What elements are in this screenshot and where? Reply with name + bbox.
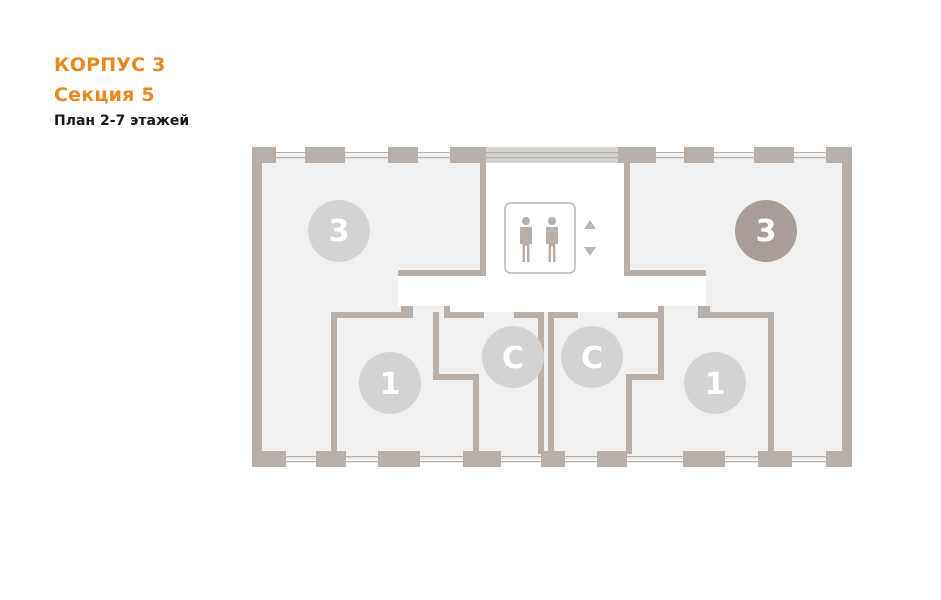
room-count: 1 [705, 367, 726, 402]
room-count: 3 [329, 214, 350, 249]
apartment-badge-studio-left[interactable]: С [482, 326, 544, 388]
apartment-badge-top-right[interactable]: 3 [735, 200, 797, 262]
building-title: КОРПУС 3 [54, 54, 166, 76]
plan-header: КОРПУС 3 Секция 5 План 2-7 этажей [54, 50, 189, 132]
apartment-badge-bottom-left[interactable]: 1 [359, 352, 421, 414]
room-count: С [581, 341, 603, 376]
arrow-down-icon [584, 247, 596, 256]
room-count: 3 [756, 214, 777, 249]
room-count: 1 [380, 367, 401, 402]
walls [252, 147, 852, 467]
apartment-badge-bottom-right[interactable]: 1 [684, 352, 746, 414]
room-count: С [502, 341, 524, 376]
arrow-up-icon [584, 220, 596, 229]
apartment-badge-studio-right[interactable]: С [561, 326, 623, 388]
apartment-badge-top-left[interactable]: 3 [308, 200, 370, 262]
floor-plan-label: План 2-7 этажей [54, 113, 190, 129]
elevator-people-icon [504, 202, 576, 274]
core-window [486, 147, 618, 163]
section-title: Секция 5 [54, 84, 155, 106]
